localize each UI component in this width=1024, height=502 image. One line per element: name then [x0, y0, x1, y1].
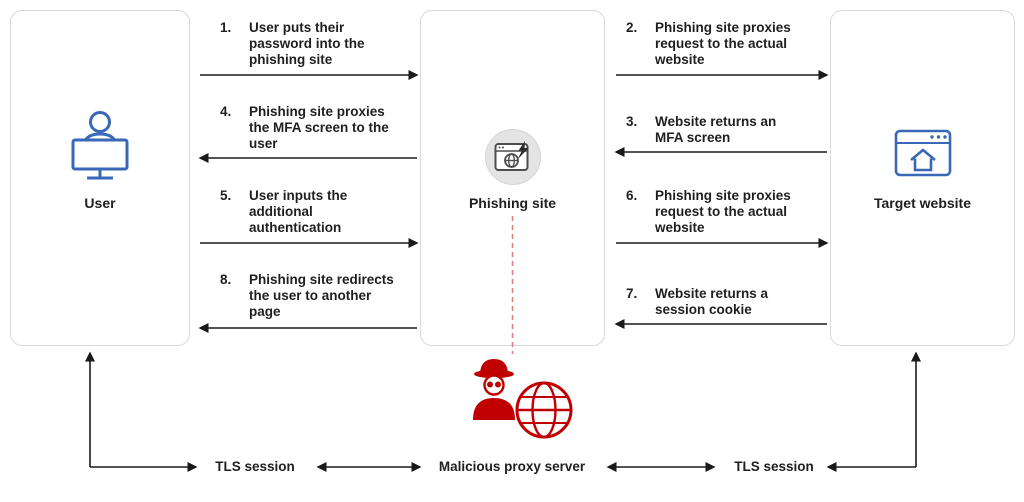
step-3-label: 3. Website returns an MFA screen [626, 114, 805, 146]
step-7-label: 7. Website returns a session cookie [626, 286, 805, 318]
browser-lightning-icon [484, 129, 541, 185]
step-5-text: User inputs the additional authenticatio… [249, 188, 348, 235]
tls-session-label-right: TLS session [734, 459, 814, 474]
person-at-monitor-icon [71, 111, 129, 180]
step-8-number: 8. [220, 272, 232, 287]
step-4-label: 4. Phishing site proxies the MFA screen … [220, 104, 399, 152]
step-7-number: 7. [626, 286, 638, 301]
step-2-number: 2. [626, 20, 638, 35]
step-5-label: 5. User inputs the additional authentica… [220, 188, 399, 236]
step-3-number: 3. [626, 114, 638, 129]
step-4-text: Phishing site proxies the MFA screen to … [249, 104, 389, 151]
node-target-label: Target website [874, 195, 971, 211]
step-2-text: Phishing site proxies request to the act… [655, 20, 791, 67]
step-2-label: 2. Phishing site proxies request to the … [626, 20, 805, 68]
step-7-text: Website returns a session cookie [655, 286, 769, 317]
tls-session-label-left: TLS session [215, 459, 295, 474]
step-1-text: User puts their password into the phishi… [249, 20, 365, 67]
malicious-proxy-label: Malicious proxy server [438, 459, 586, 474]
node-target-website: Target website [830, 10, 1015, 346]
step-1-label: 1. User puts their password into the phi… [220, 20, 399, 68]
node-phishing-site: Phishing site [420, 10, 605, 346]
step-1-number: 1. [220, 20, 232, 35]
step-6-number: 6. [626, 188, 638, 203]
hacker-globe-icon [473, 359, 573, 439]
step-5-number: 5. [220, 188, 232, 203]
step-8-text: Phishing site redirects the user to anot… [249, 272, 394, 319]
step-3-text: Website returns an MFA screen [655, 114, 777, 145]
node-user-label: User [84, 195, 116, 211]
step-4-number: 4. [220, 104, 232, 119]
browser-lightning-glyph [494, 141, 528, 171]
step-6-text: Phishing site proxies request to the act… [655, 188, 791, 235]
node-user: User [10, 10, 190, 346]
browser-home-icon [894, 129, 951, 177]
step-6-label: 6. Phishing site proxies request to the … [626, 188, 805, 236]
node-phishing-label: Phishing site [468, 195, 557, 211]
step-8-label: 8. Phishing site redirects the user to a… [220, 272, 399, 320]
